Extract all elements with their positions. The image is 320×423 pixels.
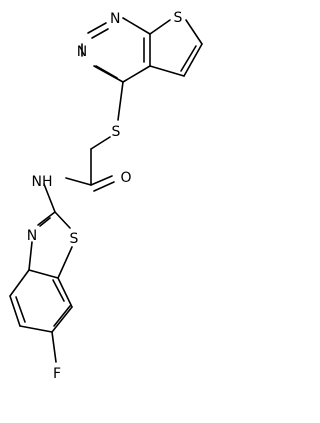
- bond: [149, 65, 185, 77]
- bond: [93, 181, 115, 192]
- bond: [149, 19, 171, 35]
- structure-drawing: N S N S O NH N S F: [9, 10, 203, 382]
- bond: [43, 183, 56, 213]
- atom-label-s-thioether: S: [112, 124, 121, 140]
- atom-label-o-carbonyl: O: [120, 170, 131, 186]
- thioacetamide-linker: [43, 136, 115, 213]
- atom-labels: N S N S O NH N S F: [27, 10, 183, 382]
- bond: [122, 65, 151, 83]
- bond: [90, 136, 111, 150]
- bond: [95, 65, 118, 79]
- bond: [183, 43, 203, 77]
- atom-label-s-thiazole: S: [70, 231, 79, 247]
- bond: [65, 177, 92, 186]
- bond: [9, 295, 21, 327]
- bond: [28, 269, 59, 279]
- bond: [87, 22, 107, 34]
- bond: [28, 241, 33, 271]
- atom-label-n-thiazole: N: [27, 228, 37, 244]
- bond: [57, 246, 73, 279]
- bond: [90, 175, 113, 186]
- bond: [15, 296, 26, 323]
- thienopyrimidine-ring: [81, 17, 203, 121]
- bond: [51, 306, 73, 333]
- bond: [39, 217, 51, 227]
- atom-label-nh-amide: NH: [32, 174, 53, 190]
- bond: [117, 81, 124, 121]
- bond: [122, 17, 151, 35]
- bond: [54, 211, 71, 229]
- atom-label-s-thiophene: S: [174, 10, 183, 26]
- bond: [52, 279, 65, 302]
- molecule-diagram: N S N S O NH N S F: [9, 10, 203, 382]
- bond: [9, 269, 30, 297]
- bond: [185, 19, 203, 45]
- bond: [37, 211, 56, 226]
- bond: [180, 45, 197, 72]
- bond: [53, 305, 71, 327]
- atom-label-n-pyrimidine-left: N: [77, 44, 87, 60]
- bond: [19, 325, 53, 333]
- atom-label-n-pyrimidine-top: N: [110, 11, 120, 27]
- bond: [51, 331, 57, 363]
- bond: [57, 277, 73, 308]
- atom-label-f-fluoro: F: [53, 366, 61, 382]
- bond: [91, 28, 109, 39]
- benzothiazole-ring: [9, 211, 73, 363]
